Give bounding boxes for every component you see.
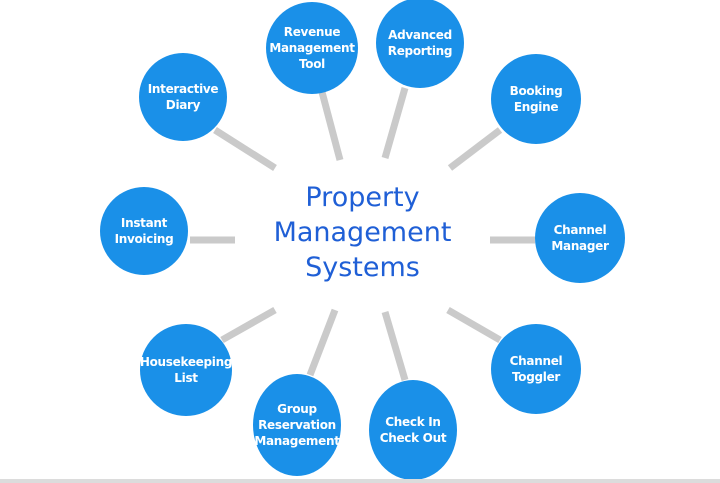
node-label-line: Invoicing [114,232,174,246]
node-label-line: Booking [509,84,563,98]
connector-revenue [318,91,344,161]
node-label-line: Instant [120,216,168,230]
node-label-line: Advanced [388,28,452,42]
node-label-line: Channel [509,354,563,368]
title-line: Management [273,217,452,248]
node-label-line: Reservation [258,418,336,432]
node-label-line: Check In [385,415,441,429]
node-label: Check In Check Out [380,414,447,446]
connector-toggler [446,306,502,344]
connector-booking [447,127,503,171]
node-label-line: Tool [299,57,325,71]
center-title: Property Management Systems [250,180,475,285]
node-label-line: Revenue [283,25,341,39]
connector-checkin [381,311,409,381]
node-label-line: Diary [165,98,201,112]
title-line: Systems [305,252,420,283]
bottom-divider [0,479,720,483]
connector-diary [213,127,277,171]
node-label-line: Manager [551,239,609,253]
connector-advanced [381,87,409,159]
node-label-line: List [174,371,198,385]
node-label-line: Housekeeping [139,355,233,369]
title-line: Property [305,182,420,213]
node-label-line: Management [254,434,340,448]
node-label-line: Toggler [511,370,561,384]
node-label-line: Management [269,41,355,55]
node-label-line: Reporting [387,44,453,58]
node-label-line: Channel [553,223,607,237]
node-check-in-check-out: Check In Check Out [369,380,457,480]
connector-housekeeping [220,306,277,344]
node-label-line: Group [277,402,317,416]
node-label-line: Interactive [147,82,219,96]
node-label-line: Engine [513,100,559,114]
node-label-line: Check Out [379,431,447,445]
connector-group [306,308,339,377]
